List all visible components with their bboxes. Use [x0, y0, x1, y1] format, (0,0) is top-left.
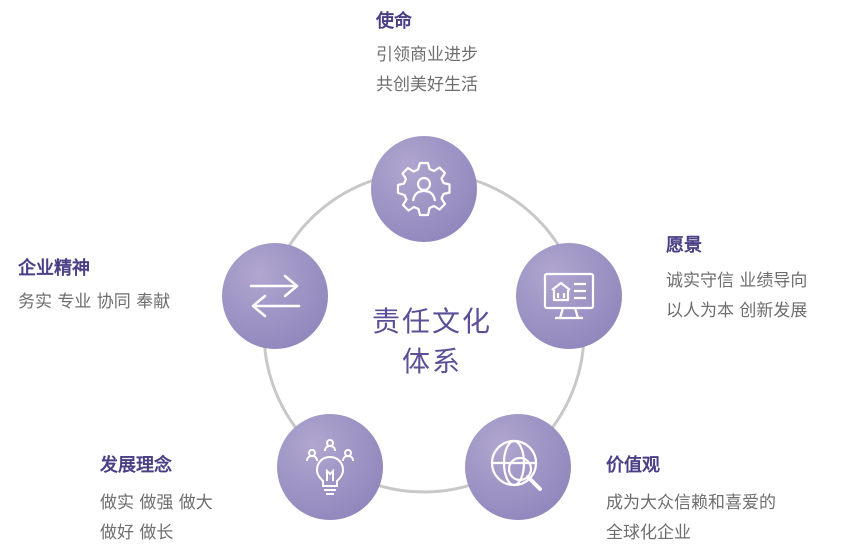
center-title-line2: 体系: [401, 345, 462, 378]
mission-line-2: 共创美好生活: [376, 75, 478, 95]
globe-search-icon: [490, 439, 542, 491]
mission-block: 使命 引领商业进步 共创美好生活: [376, 10, 478, 100]
mission-title: 使命: [376, 11, 412, 32]
values-line-2: 全球化企业: [606, 523, 691, 543]
mission-line-1: 引领商业进步: [376, 45, 478, 65]
spirit-node: [222, 243, 328, 349]
lightbulb-people-icon: [306, 439, 354, 495]
philosophy-block: 发展理念 做实 做强 做大 做好 做长: [100, 454, 213, 548]
center-title-line1: 责任文化: [371, 305, 492, 338]
values-block: 价值观 成为大众信赖和喜爱的 全球化企业: [606, 454, 776, 548]
vision-title: 愿景: [666, 235, 702, 256]
values-title: 价值观: [606, 455, 660, 476]
philosophy-line-2: 做好 做长: [100, 523, 174, 543]
mission-node: [371, 136, 477, 242]
spirit-title: 企业精神: [18, 258, 90, 279]
values-node: [465, 414, 571, 520]
spirit-block: 企业精神 务实 专业 协同 奉献: [18, 257, 170, 317]
vision-block: 愿景 诚实守信 业绩导向 以人为本 创新发展: [666, 234, 807, 326]
spirit-line-1: 务实 专业 协同 奉献: [18, 292, 171, 312]
monitor-bank-icon: [543, 272, 595, 320]
philosophy-line-1: 做实 做强 做大: [100, 493, 213, 513]
center-title: 责任文化 体系: [352, 302, 512, 382]
vision-node: [516, 243, 622, 349]
philosophy-title: 发展理念: [100, 455, 172, 476]
exchange-arrows-icon: [249, 274, 301, 318]
values-line-1: 成为大众信赖和喜爱的: [606, 493, 776, 513]
vision-line-1: 诚实守信 业绩导向: [666, 271, 808, 291]
vision-line-2: 以人为本 创新发展: [666, 301, 808, 321]
gear-person-icon: [396, 161, 451, 217]
philosophy-node: [277, 414, 383, 520]
